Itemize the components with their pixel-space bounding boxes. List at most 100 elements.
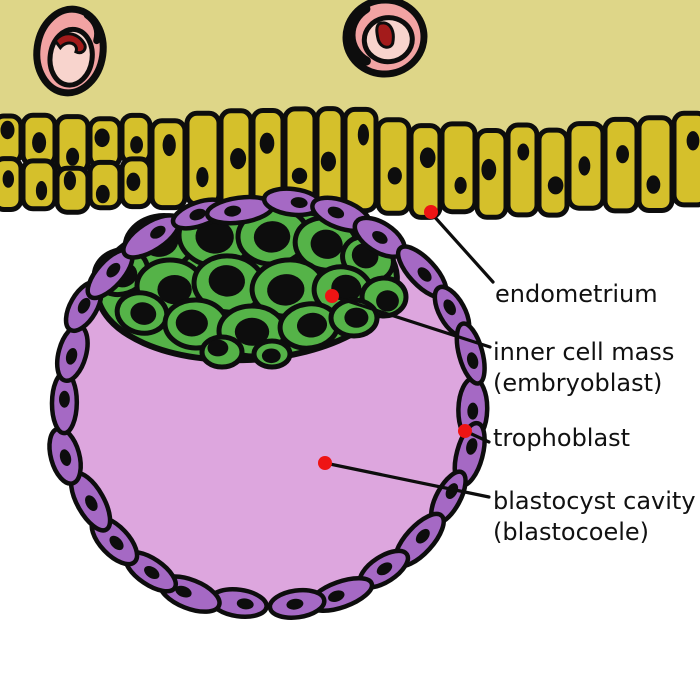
epithelium-cell xyxy=(602,116,640,214)
leader-line-inner-cell-mass xyxy=(330,294,492,349)
epithelium-cell-nucleus xyxy=(196,167,209,188)
trophoblast-cell xyxy=(267,587,327,620)
marker-dot-trophoblast xyxy=(458,424,472,438)
epithelium-cell xyxy=(439,121,478,215)
epithelium-cell-nucleus xyxy=(126,172,141,191)
label-blastocyst-cavity-line2: (blastocoele) xyxy=(493,518,649,546)
label-inner-cell-mass-line1: inner cell mass xyxy=(493,338,674,366)
endometrium-stroma xyxy=(0,0,700,153)
icm-cell-nucleus xyxy=(157,275,192,305)
epithelium-cell xyxy=(375,117,412,216)
epithelium-cell-nucleus xyxy=(230,148,247,170)
epithelium-cell-nucleus xyxy=(646,175,661,194)
epithelium-cell xyxy=(671,110,700,208)
epithelium-cell-nucleus xyxy=(547,176,564,195)
epithelium-cell-nucleus xyxy=(387,167,402,185)
gland-blood-crescent xyxy=(53,32,87,55)
icm-cell-nucleus xyxy=(267,274,305,306)
icm-cell-nucleus xyxy=(234,317,270,346)
epithelium-cell-nucleus xyxy=(481,158,497,181)
epithelium-cell-nucleus xyxy=(320,151,336,172)
trophoblast-cell-nucleus xyxy=(144,565,160,580)
trophoblast-cell-nucleus xyxy=(467,402,479,420)
icm-cell-nucleus xyxy=(195,219,234,254)
epithelium-cell-nucleus xyxy=(0,120,15,140)
epithelium-cell-nucleus xyxy=(63,171,76,191)
endometrial-gland-right xyxy=(342,0,428,78)
trophoblast-cell-nucleus xyxy=(77,297,91,314)
epithelium-cell-nucleus xyxy=(616,145,629,164)
blastocyst-layer xyxy=(47,186,490,620)
trophoblast-cell-nucleus xyxy=(327,206,345,219)
trophoblast-cell-nucleus xyxy=(417,267,432,282)
epithelium-cell xyxy=(342,106,379,214)
epithelium-cell-nucleus xyxy=(130,136,144,154)
trophoblast-cell-nucleus xyxy=(236,598,254,610)
epithelium-cell xyxy=(408,123,443,220)
trophoblast-cell-nucleus xyxy=(290,197,308,209)
epithelium-cell xyxy=(636,115,675,213)
epithelium-cell-nucleus xyxy=(357,123,369,146)
epithelium-cell xyxy=(505,122,540,218)
trophoblast-cell-nucleus xyxy=(59,390,70,408)
icm-cell-nucleus xyxy=(175,309,208,337)
epithelium-cell-nucleus xyxy=(35,181,48,201)
leader-line-endometrium xyxy=(430,212,495,284)
epithelium-cell-nucleus xyxy=(578,156,591,176)
trophoblast-cell-nucleus xyxy=(372,230,388,244)
epithelium-cell-nucleus xyxy=(94,128,110,148)
trophoblast-cell-nucleus xyxy=(189,208,206,221)
trophoblast-cell-nucleus xyxy=(175,585,192,598)
trophoblast-cell-nucleus xyxy=(415,528,430,544)
epithelium-cell xyxy=(149,118,188,211)
leader-line-blastocyst-cavity xyxy=(323,461,491,499)
trophoblast-cell xyxy=(261,186,324,218)
icm-cell-nucleus xyxy=(130,302,157,325)
icm-cell-nucleus xyxy=(261,348,281,364)
gland-outline-swirl xyxy=(346,4,371,66)
trophoblast-cell-nucleus xyxy=(286,598,304,610)
trophoblast-cell-nucleus xyxy=(59,449,72,466)
icm-cell-nucleus xyxy=(376,290,399,312)
icm-cell-nucleus xyxy=(208,265,245,297)
marker-dot-endometrium xyxy=(424,205,438,219)
icm-cell-nucleus xyxy=(310,229,343,259)
marker-dot-inner-cell-mass xyxy=(325,289,339,303)
icm-cell-nucleus xyxy=(296,312,328,338)
epithelium-cell-nucleus xyxy=(419,147,436,168)
trophoblast-cell-nucleus xyxy=(376,562,393,576)
trophoblast-cell-nucleus xyxy=(65,347,78,365)
trophoblast-cell-nucleus xyxy=(466,438,478,455)
trophoblast-cell-nucleus xyxy=(443,299,456,316)
endometrium-epithelium-layer xyxy=(0,106,700,220)
icm-cell-nucleus xyxy=(344,307,369,328)
endometrial-gland-left xyxy=(33,5,107,97)
epithelium-cell-nucleus xyxy=(291,167,308,184)
epithelium-cell-nucleus xyxy=(686,131,700,151)
endometrium-stroma-layer xyxy=(0,0,700,153)
trophoblast-cell-nucleus xyxy=(109,535,124,551)
icm-cell-nucleus xyxy=(207,339,229,357)
annotations-layer: endometrium inner cell mass (embryoblast… xyxy=(318,205,696,546)
trophoblast-cell-nucleus xyxy=(106,262,121,278)
trophoblast-cell-nucleus xyxy=(466,352,479,369)
epithelium-cell-nucleus xyxy=(66,147,80,166)
epithelium-cell-nucleus xyxy=(517,143,530,161)
trophoblast-cell xyxy=(395,244,449,300)
label-inner-cell-mass-line2: (embryoblast) xyxy=(493,369,662,397)
epithelium-cell-nucleus xyxy=(162,134,176,157)
gland-outline-swirl xyxy=(83,11,102,45)
epithelium-cell xyxy=(536,127,570,218)
trophoblast-cell xyxy=(121,213,182,260)
label-trophoblast: trophoblast xyxy=(493,424,630,452)
epithelium-cell-nucleus xyxy=(2,170,14,188)
marker-dot-blastocyst-cavity xyxy=(318,456,332,470)
epithelium-cell-nucleus xyxy=(95,184,110,204)
gland-blood-drop xyxy=(375,21,395,49)
trophoblast-cell xyxy=(123,549,178,594)
trophoblast-cell-nucleus xyxy=(85,495,98,511)
icm-cell-nucleus xyxy=(253,221,291,253)
label-endometrium: endometrium xyxy=(495,280,658,308)
